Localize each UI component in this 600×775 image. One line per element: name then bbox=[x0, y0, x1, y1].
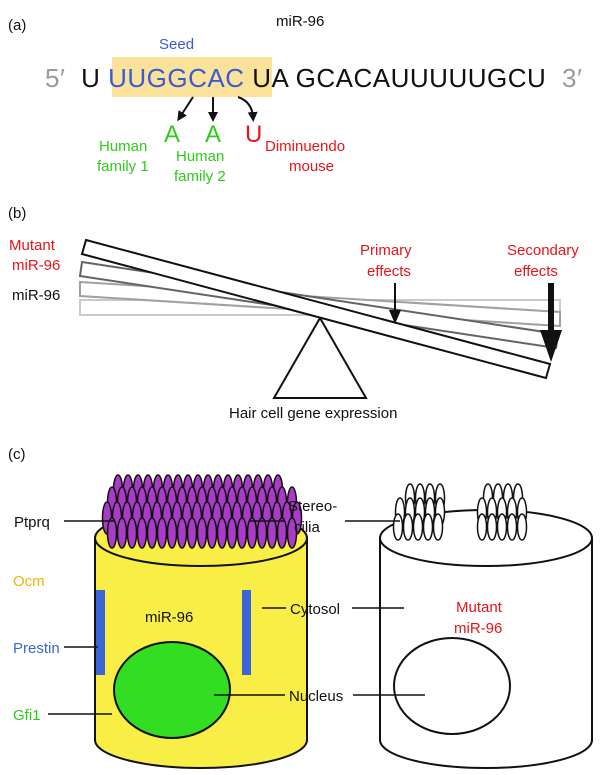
ptprq-label: Ptprq bbox=[14, 514, 50, 531]
stereocilium bbox=[216, 517, 228, 549]
mutation-base-1: A bbox=[164, 121, 180, 148]
sequence-line: 5′ U UUGGCAC UA GCACAUUUUUGCU 3′ bbox=[45, 63, 582, 93]
mirna-inside-label: miR-96 bbox=[145, 609, 193, 626]
mutant-cell-label-l2: miR-96 bbox=[454, 620, 502, 637]
seed-label: Seed bbox=[159, 36, 194, 53]
mutation-base-3: U bbox=[245, 121, 262, 148]
stereocilium bbox=[246, 517, 258, 549]
prestin-label: Prestin bbox=[13, 640, 60, 657]
mutation-label-2a: Human bbox=[176, 148, 224, 165]
panel-b: (b) Mutant miR-96 miR-96 Primary effects… bbox=[8, 205, 579, 422]
stereocilium bbox=[266, 517, 278, 549]
gfi1-label: Gfi1 bbox=[13, 707, 41, 724]
mirna-title: miR-96 bbox=[276, 13, 324, 30]
normal-nucleus bbox=[113, 641, 231, 739]
stereocilium bbox=[432, 513, 444, 541]
stereocilium bbox=[286, 517, 298, 549]
stereocilium bbox=[422, 513, 434, 541]
stereocilium bbox=[496, 513, 508, 541]
mutation-arrow-1 bbox=[177, 96, 194, 122]
stereocilium bbox=[486, 513, 498, 541]
mutation-label-3a: Diminuendo bbox=[265, 138, 345, 155]
seq-seed: UUGGCAC bbox=[108, 63, 244, 93]
seq-pre: U bbox=[81, 63, 100, 93]
secondary-effects-l2: effects bbox=[514, 263, 558, 280]
mutation-label-2b: family 2 bbox=[174, 168, 226, 185]
stereocilium bbox=[226, 517, 238, 549]
normal-hair-cell: miR-96 bbox=[94, 474, 308, 769]
seed-highlight bbox=[112, 57, 272, 97]
panel-a-label: (a) bbox=[8, 17, 26, 34]
mutation-arrow-3 bbox=[237, 96, 258, 122]
normal-mirna-label: miR-96 bbox=[12, 287, 60, 304]
ocm-label: Ocm bbox=[13, 573, 45, 590]
prestin-bar-right bbox=[242, 590, 251, 675]
normal-stereocilia-bundle bbox=[101, 474, 303, 549]
stereocilium bbox=[126, 517, 138, 549]
mutant-cell-label-l1: Mutant bbox=[456, 599, 503, 616]
cytosol-label: Cytosol bbox=[290, 601, 340, 618]
panel-c: (c) miR-96 Mutant miR-96 Ptprq Ocm Prest… bbox=[8, 446, 593, 769]
stereocilium bbox=[176, 517, 188, 549]
panel-c-label: (c) bbox=[8, 446, 26, 463]
five-prime-label: 5′ bbox=[45, 63, 65, 93]
panel-b-label: (b) bbox=[8, 205, 26, 222]
primary-effects-l1: Primary bbox=[360, 242, 412, 259]
stereocilium bbox=[412, 513, 424, 541]
fulcrum-triangle bbox=[272, 315, 368, 399]
mutation-label-1a: Human bbox=[99, 138, 147, 155]
three-prime-label: 3′ bbox=[562, 63, 582, 93]
stereocilium bbox=[136, 517, 148, 549]
stereocilium bbox=[276, 517, 288, 549]
stereocilium bbox=[476, 513, 488, 541]
mutation-label-3b: mouse bbox=[289, 158, 334, 175]
nucleus-label: Nucleus bbox=[289, 688, 343, 705]
mutant-hair-cell: Mutant miR-96 bbox=[379, 483, 593, 769]
stereocilia-label-l1: Stereo- bbox=[288, 498, 337, 515]
stereocilium bbox=[256, 517, 268, 549]
mutation-label-1b: family 1 bbox=[97, 158, 149, 175]
primary-arrow-head bbox=[389, 310, 401, 324]
stereocilium bbox=[116, 517, 128, 549]
stereocilium bbox=[506, 513, 518, 541]
stereocilium bbox=[196, 517, 208, 549]
mutant-stereocilia-bundle bbox=[392, 483, 528, 541]
stereocilium bbox=[146, 517, 158, 549]
mutation-base-2: A bbox=[205, 121, 221, 148]
stereocilium bbox=[206, 517, 218, 549]
secondary-arrow-head bbox=[540, 330, 562, 362]
stereocilium bbox=[516, 513, 528, 541]
prestin-bar-left bbox=[96, 590, 105, 675]
fulcrum-caption: Hair cell gene expression bbox=[229, 405, 397, 422]
panel-a: (a) miR-96 Seed 5′ U UUGGCAC UA GCACAUUU… bbox=[8, 13, 582, 185]
stereocilium bbox=[166, 517, 178, 549]
stereocilium bbox=[186, 517, 198, 549]
seq-rest: GCACAUUUUUGCU bbox=[296, 63, 547, 93]
mutant-label-l2: miR-96 bbox=[12, 257, 60, 274]
stereocilium bbox=[236, 517, 248, 549]
stereocilium bbox=[106, 517, 118, 549]
stereocilium bbox=[156, 517, 168, 549]
stereocilium bbox=[402, 513, 414, 541]
mutant-label-l1: Mutant bbox=[9, 237, 56, 254]
seq-post: UA bbox=[252, 63, 289, 93]
primary-effects-l2: effects bbox=[367, 263, 411, 280]
mutant-nucleus bbox=[393, 637, 511, 735]
stereocilium bbox=[392, 513, 404, 541]
stereocilia-label-l2: cilia bbox=[294, 519, 320, 536]
secondary-effects-l1: Secondary bbox=[507, 242, 579, 259]
